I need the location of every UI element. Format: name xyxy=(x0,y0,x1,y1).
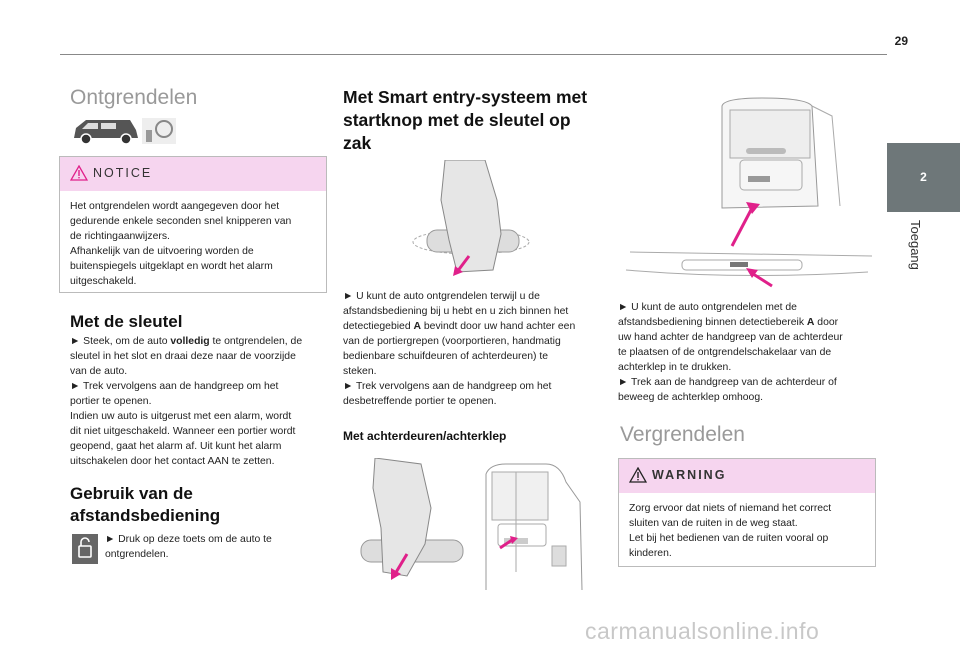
warning-triangle-icon xyxy=(70,165,88,181)
chapter-tab[interactable]: 2 xyxy=(887,143,960,212)
van-and-steering-icons xyxy=(74,118,176,145)
section-title-vergrendelen: Vergrendelen xyxy=(620,423,745,446)
notice-header: NOTICE xyxy=(60,157,326,191)
warning-title: WARNING xyxy=(652,468,727,482)
heading-met-de-sleutel: Met de sleutel xyxy=(70,312,183,331)
steering-wheel-icon xyxy=(142,118,176,144)
heading-smart-entry: Met Smart entry-systeem met startknop me… xyxy=(343,87,588,153)
section-title-ontgrendelen: Ontgrendelen xyxy=(70,86,198,109)
key-instructions: ► Steek, om de auto volledig te ontgrend… xyxy=(70,336,303,467)
heading-achterdeuren: Met achterdeuren/achterklep xyxy=(343,429,507,443)
warning-box: WARNING Zorg ervoor dat niets of niemand… xyxy=(618,458,876,567)
van-icon xyxy=(74,120,138,145)
notice-title: NOTICE xyxy=(93,166,153,180)
smart-entry-instructions: ► U kunt de auto ontgrendelen terwijl u … xyxy=(343,291,576,407)
watermark[interactable]: carmanualsonline.info xyxy=(585,618,820,644)
van-rear-doors-illustration xyxy=(485,463,583,591)
notice-text: Het ontgrendelen wordt aangegeven door h… xyxy=(70,201,292,287)
tailgate-switch-illustration xyxy=(625,97,873,288)
unlock-key-icon xyxy=(72,534,98,564)
warning-text: Zorg ervoor dat niets of niemand het cor… xyxy=(629,503,832,559)
hand-rear-handle-illustration xyxy=(360,458,464,580)
remote-instructions: ► Druk op deze toets om de auto te ontgr… xyxy=(105,534,272,560)
page-number: 29 xyxy=(894,34,908,48)
warning-header: WARNING xyxy=(619,459,875,493)
notice-box: NOTICE Het ontgrendelen wordt aangegeven… xyxy=(59,156,327,293)
header-rule xyxy=(60,54,887,55)
tailgate-instructions: ► U kunt de auto ontgrendelen met de afs… xyxy=(618,302,843,403)
hand-door-handle-illustration xyxy=(412,160,530,276)
warning-triangle-icon xyxy=(629,467,647,483)
heading-afstandsbediening: Gebruik van de afstandsbediening xyxy=(70,484,221,525)
chapter-label: Toegang xyxy=(908,220,923,270)
